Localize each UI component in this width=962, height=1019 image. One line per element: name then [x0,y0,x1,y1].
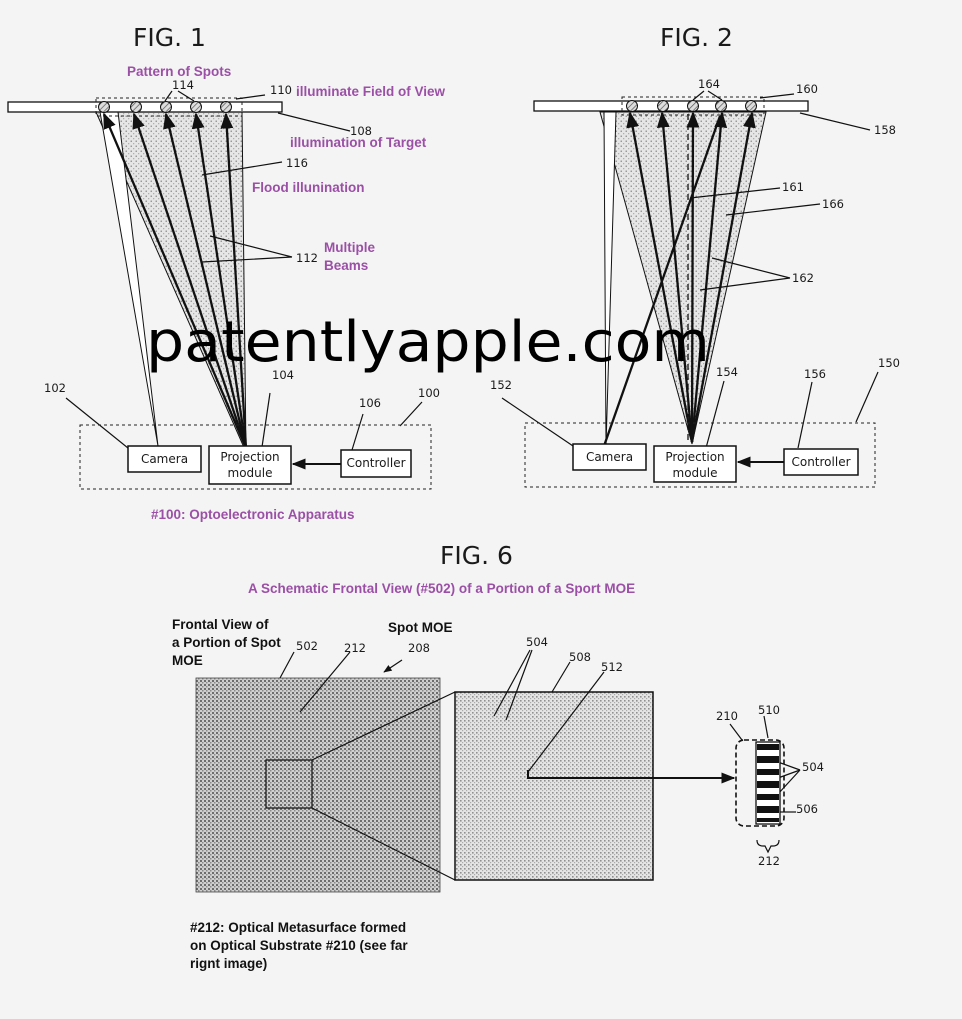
ref-512: 512 [601,660,623,674]
figure-1: FIG. 1 [7,23,446,522]
controller-label: Controller [346,456,405,470]
ref-166: 166 [822,197,844,211]
ref-150: 150 [878,356,900,370]
ref-114: 114 [172,78,194,92]
fig2-target-surface [533,100,809,112]
ref-208: 208 [408,641,430,655]
fig2-camera-box [572,443,647,471]
fig2-camera-field-of-view [603,111,617,447]
target-surface [7,101,283,113]
illuminate-fov-label: illuminate Field of View [296,84,446,99]
ref-100: 100 [418,386,440,400]
ref-162: 162 [792,271,814,285]
fig6-leader-lines [279,649,801,854]
ref-158: 158 [874,123,896,137]
fig2-title: FIG. 2 [660,23,733,52]
ref-156: 156 [804,367,826,381]
controller-box [340,449,412,478]
caption-line2: on Optical Substrate #210 (see far [190,938,408,953]
pattern-of-spots-label: Pattern of Spots [127,64,231,79]
detail-arrow [527,770,736,784]
ref-108: 108 [350,124,372,138]
metasurface-pillars [757,744,779,822]
ref-154: 154 [716,365,738,379]
ref-212-detail: 212 [758,854,780,868]
fig1-title: FIG. 1 [133,23,206,52]
optical-substrate [735,739,785,827]
spot-moe-label: Spot MOE [388,620,453,635]
fig2-projection-module-box [653,445,737,483]
ref-506: 506 [796,802,818,816]
ref-112: 112 [296,251,318,265]
ref-116: 116 [286,156,308,170]
ref-210: 210 [716,709,738,723]
ref-110: 110 [270,83,292,97]
apparatus-caption: #100: Optoelectronic Apparatus [151,507,355,522]
fig2-projection-label-line1: Projection [665,450,724,464]
ref-212: 212 [344,641,366,655]
camera-label: Camera [141,452,188,466]
fig2-controller-box [783,448,859,476]
ref-504-detail: 504 [802,760,824,774]
figure-2: FIG. 2 [490,23,900,488]
fig2-projection-label-line2: module [673,466,718,480]
flood-illumination-label: Flood illunination [252,180,364,195]
spot-moe-frontal-view [195,677,441,893]
caption-line1: #212: Optical Metasurface formed [190,920,406,935]
ref-164: 164 [698,77,720,91]
camera-box [127,445,202,473]
fig2-apparatus-outline [524,422,876,488]
frontal-view-line1: Frontal View of [172,617,269,632]
frontal-view-line3: MOE [172,653,203,668]
illumination-target-label: illumination of Target [290,135,427,150]
fig6-subtitle: A Schematic Frontal View (#502) of a Por… [248,581,635,596]
projection-beams [102,112,248,449]
ref-102: 102 [44,381,66,395]
fig2-leader-lines [501,90,879,449]
beams-label: Beams [324,258,368,273]
ref-152: 152 [490,378,512,392]
ref-160: 160 [796,82,818,96]
ref-510: 510 [758,703,780,717]
ref-508: 508 [569,650,591,664]
fig2-controller-label: Controller [791,455,850,469]
fig2-pattern-of-spots [626,100,757,112]
ref-161: 161 [782,180,804,194]
projection-label-line2: module [228,466,273,480]
projection-label-line1: Projection [220,450,279,464]
projection-module-box [208,445,292,485]
fig1-leader-lines [65,90,423,451]
zoom-region [265,759,313,809]
frontal-view-line2: a Portion of Spot [172,635,281,650]
watermark-text: patentlyapple.com [146,310,710,375]
figure-6: FIG. 6 A Schematic Frontal View (#502) o… [172,541,824,971]
fig2-flood-cone [599,111,767,445]
zoomed-portion [454,691,654,881]
fig6-title: FIG. 6 [440,541,513,570]
ref-106: 106 [359,396,381,410]
apparatus-outline [79,424,432,490]
zoom-lines [311,691,456,881]
ref-504: 504 [526,635,548,649]
pattern-of-spots [98,101,232,113]
multiple-label: Multiple [324,240,375,255]
fig2-projection-beams [602,111,756,447]
ref-502: 502 [296,639,318,653]
caption-line3: rignt image) [190,956,267,971]
ref-104: 104 [272,368,294,382]
fig2-camera-label: Camera [586,450,633,464]
